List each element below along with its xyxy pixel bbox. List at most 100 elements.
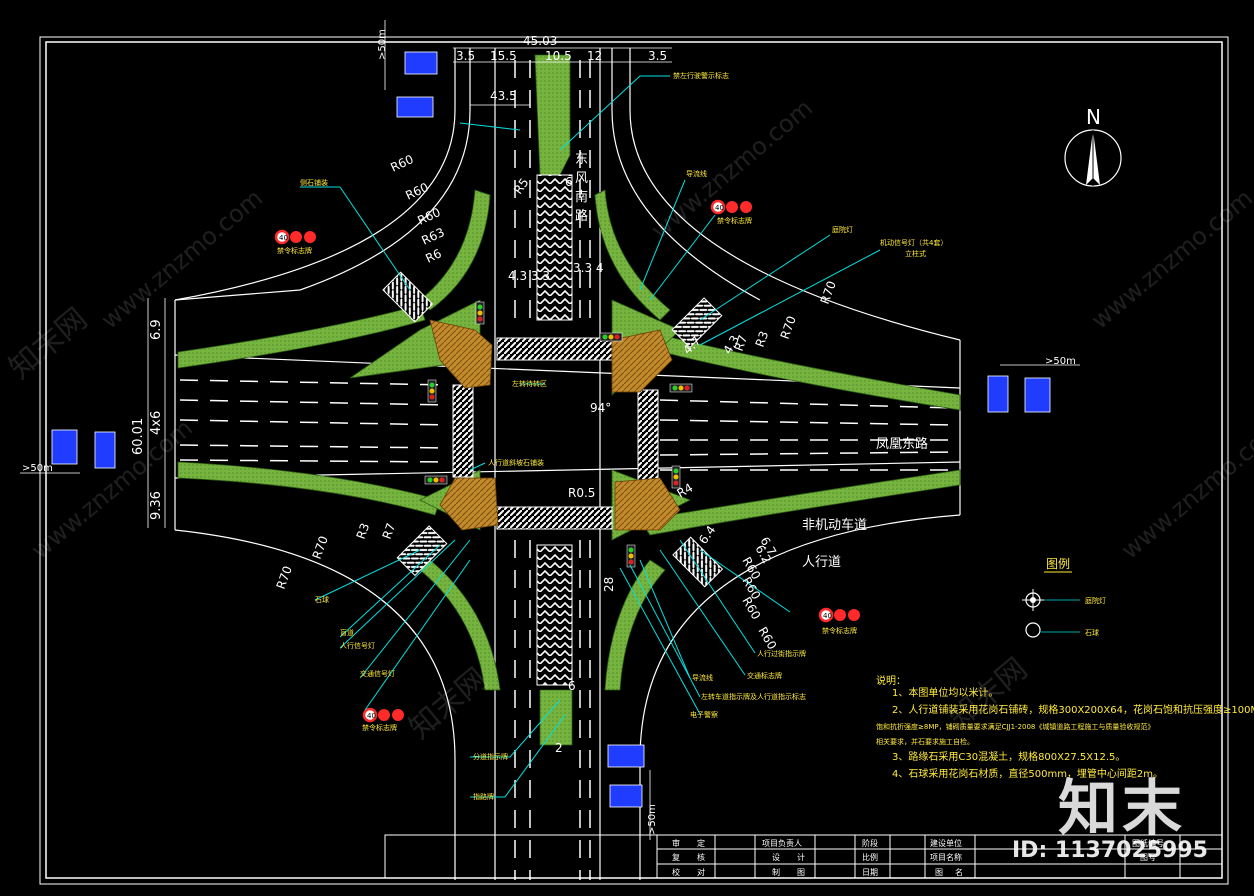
callout-12: 人行信号灯 [340,641,375,650]
callout-22: 禁令标志牌 [822,626,857,635]
callout-17: 导流线 [692,673,713,682]
tb-r1-6: 图纸编号 [1132,838,1164,848]
crosswalks [382,271,724,588]
north-letter: N [1086,105,1101,129]
r-ne-3: R3 [753,329,772,349]
callout-1: 禁左行驶警示标志 [673,71,729,80]
callout-7: 机动信号灯（共4套） [880,238,947,247]
tb-r1-0: 审 [672,838,680,848]
road-north-1: 东 [575,152,588,167]
paved-corners [429,319,681,531]
callout-3: 禁令标志牌 [277,246,312,255]
note-2b: 饱和抗折强度≥8MP，铺砌质量要求满足CJJ1-2008《城镇道路工程施工与质量… [876,722,1154,731]
stone-ball-icon [1025,622,1041,638]
road-north-3: 南 [575,189,588,205]
dim-left-total: 60.01 [131,418,146,455]
legend: 图例 庭院灯 石球 [1022,557,1106,638]
tb-r3-4: 日期 [862,868,878,877]
speed-sign-1: 40 [279,234,288,242]
dim-top-inner: 43.5 [490,89,517,103]
r-sw-4: R7 [380,521,399,541]
speed-sign-2: 40 [715,204,724,212]
north-arrow: N [1064,105,1122,187]
r-se-4: R60 [739,595,763,622]
callout-labels: 禁左行驶警示标志 侧石铺装 禁令标志牌 导流线 禁令标志牌 庭院灯 机动信号灯（… [277,71,947,801]
tb-r2-0: 复 [672,852,680,862]
tb-r3-3: 图 [797,868,805,877]
callout-8: 左转待转区 [512,379,547,388]
callout-15: 分道指示牌 [473,752,508,761]
dim-left-seg-3: 9.36 [149,491,164,520]
leader-lines [300,75,881,798]
speed-sign-3: 40 [823,612,832,620]
dim-lanes-n2: 3.3 4 [573,261,604,275]
callout-18: 左转车道指示牌及人行道指示标志 [701,692,806,701]
note-2c: 相关要求，并石要求施工自检。 [876,737,974,746]
tb-r3-0: 校 [672,867,680,877]
wm-url-1: www.znzmo.com [96,184,268,335]
callout-2: 侧石铺装 [300,178,328,187]
tb-r2-2: 设 [772,852,780,862]
dim-r05: R0.5 [568,486,595,500]
r-sw-2: R70 [310,534,331,561]
road-edges [174,48,961,880]
wm-cn-2: 知末网 [403,661,494,746]
dim-top-seg-2: 15.5 [490,49,517,63]
dim-6: 6 [565,175,573,189]
road-names: 东 风 南 路 凤凰东路 非机动车道 人行道 [575,152,928,570]
legend-ball: 石球 [1085,628,1099,637]
r-sw-1: R70 [274,564,295,591]
note-4: 4、石球采用花岗石材质，直径500mm，埋管中心间距2m。 [892,767,1163,780]
guide-signs [51,51,1051,808]
callout-16: 指路牌 [473,792,494,801]
dim-left-seg-1: 6.9 [149,319,164,340]
lane-markings [179,60,956,880]
title-block [384,834,1223,879]
r-nw-3: R60 [415,205,442,228]
tb-r2-1: 核 [697,852,705,862]
callout-19: 电子警察 [690,710,718,719]
tb-r3-1: 对 [697,867,705,877]
callout-20: 交通标志牌 [747,671,782,680]
tb-r3-6: 名 [955,867,963,877]
r-nw-5: R6 [423,246,443,265]
dim-6b: 6 [568,679,576,693]
dim-28: 28 [602,577,616,592]
title-block-text: 审 定 项目负责人 阶段 建设单位 图纸编号 复 核 设 计 比例 项目名称 图… [672,838,1164,877]
note-2: 2、人行道铺装采用花岗石铺砖，规格300X200X64，花岗石饱和抗压强度≥10… [892,703,1254,716]
dim-gt50-bottom: >50m [647,804,658,835]
tb-r3-2: 制 [772,867,780,877]
callout-10: 石球 [315,595,329,604]
tb-r1-4: 建设单位 [930,838,962,848]
r-se-1: R4 [675,480,696,500]
note-1: 1、本图单位均以米计。 [892,686,998,699]
r-ne-2: R70 [778,314,799,341]
dim-top-total: 45.03 [523,34,557,48]
tb-r1-3: 阶段 [862,838,878,848]
road-north-4: 路 [575,208,588,224]
tb-r3-5: 图 [935,868,943,877]
dim-gt50-right: >50m [1045,356,1076,367]
r-ne-4: R7 [732,333,751,353]
callout-21: 人行过街指示牌 [757,649,806,658]
callout-5: 禁令标志牌 [717,216,752,225]
tb-r1-1: 定 [697,838,705,848]
signal-lights [424,301,693,568]
r-r5: R5 [511,176,532,197]
r-sw-3: R3 [354,521,373,541]
callout-4: 导流线 [686,169,707,178]
dim-left-seg-2: 4x6 [149,411,164,435]
tb-r2-3: 计 [797,852,805,862]
r-nw-2: R60 [403,180,430,203]
r-nw-4: R63 [419,225,446,248]
chevron-medians [536,174,573,686]
notes: 说明： 1、本图单位均以米计。 2、人行道铺装采用花岗石铺砖，规格300X200… [876,674,1254,780]
dim-2: 2 [555,741,563,755]
dim-gt50-left: >50m [22,463,53,474]
road-nonmotor: 非机动车道 [802,517,867,533]
dim-angle: 94° [590,401,611,415]
callout-9: 人行道斜坡石铺装 [488,458,544,467]
r-nw-1: R60 [388,152,415,175]
dim-gt50-top: >50m [377,29,388,60]
